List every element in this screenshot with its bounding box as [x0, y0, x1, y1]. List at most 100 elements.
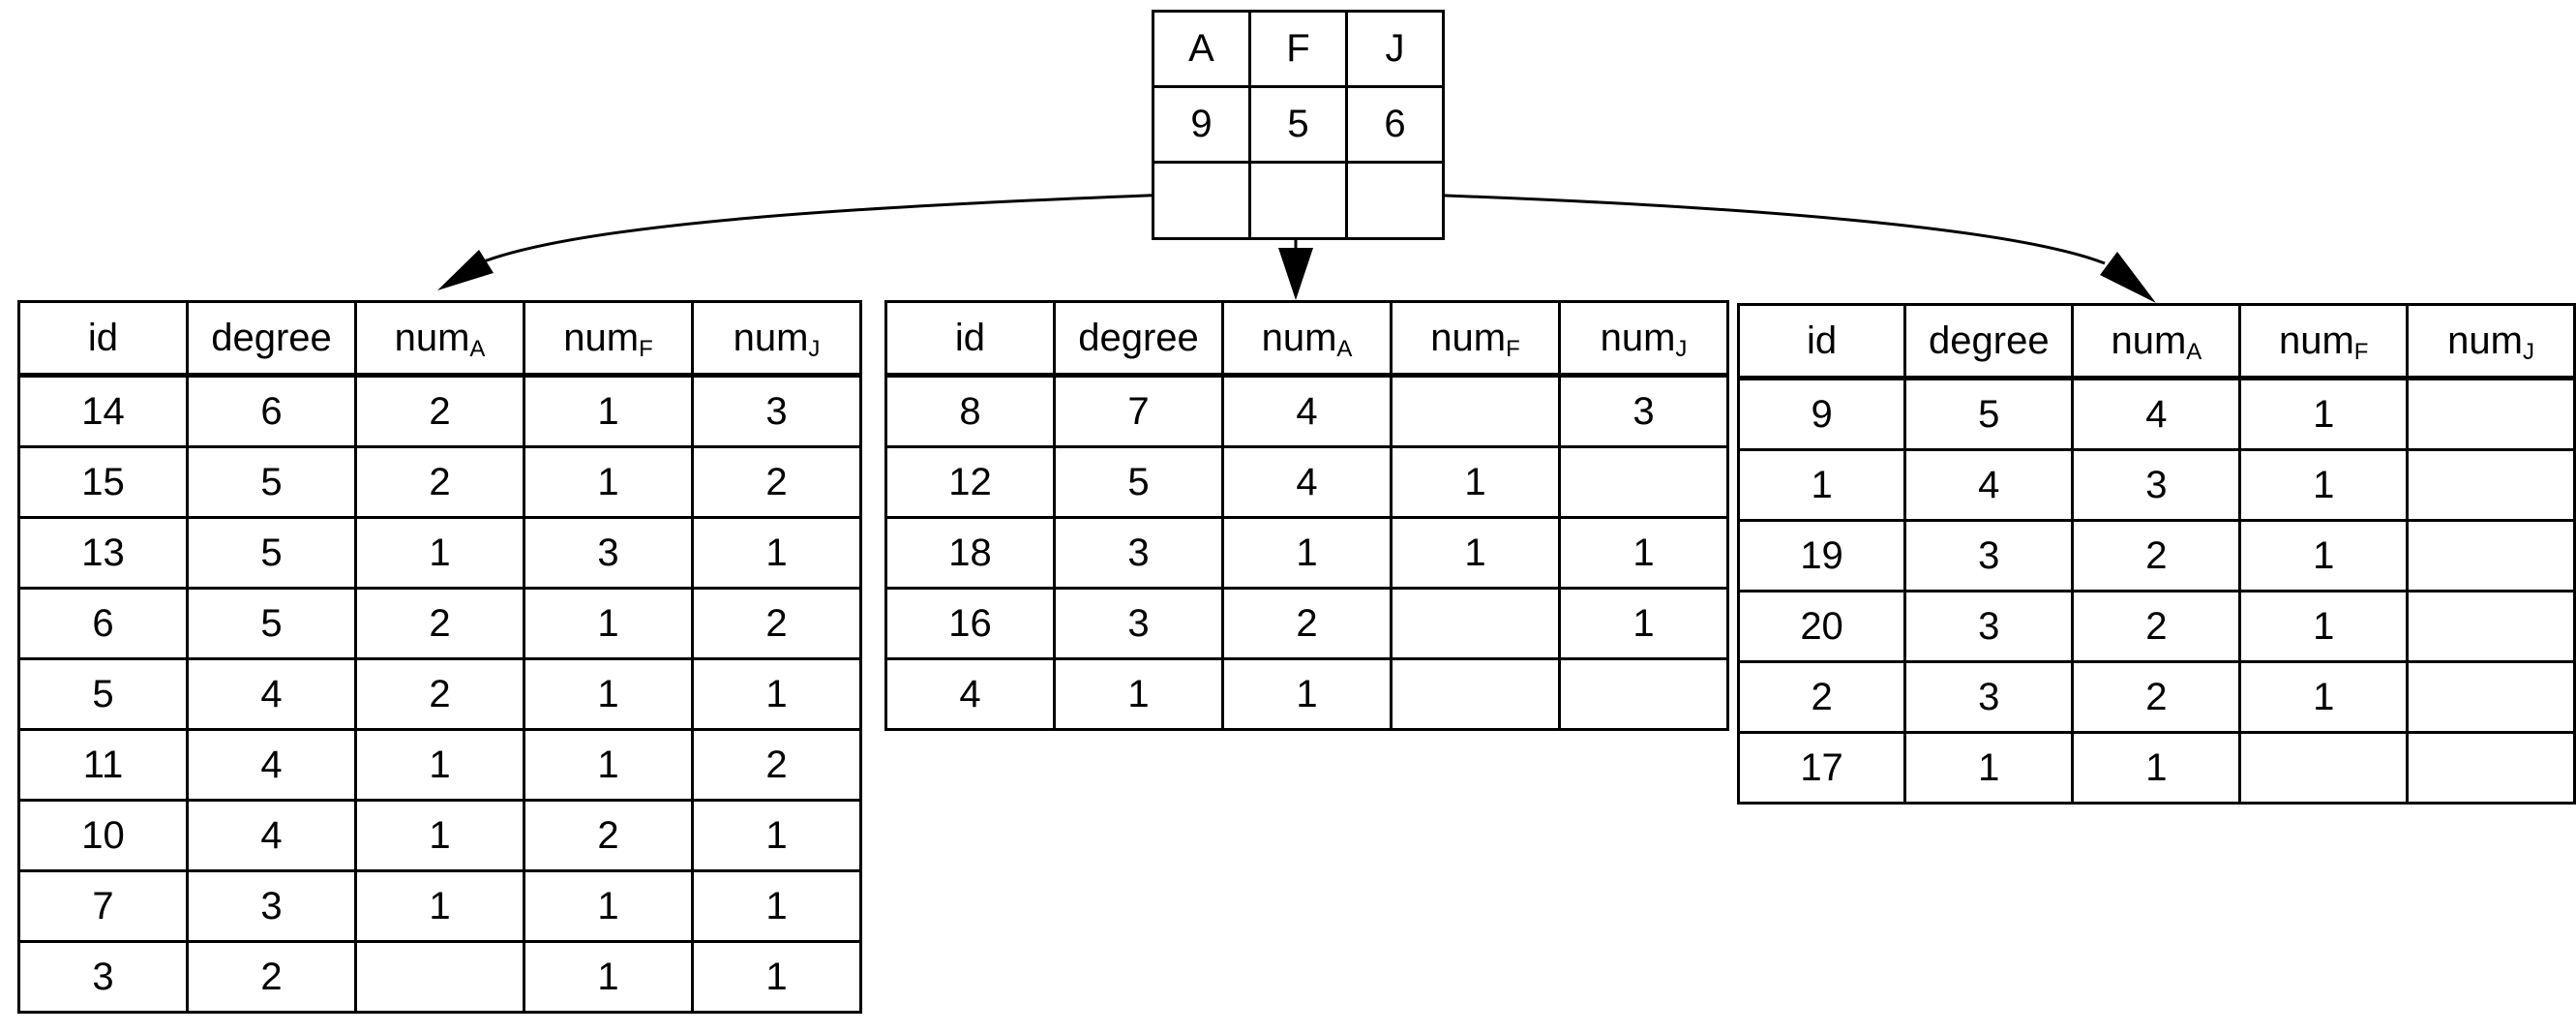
cell-num-j	[2406, 731, 2576, 805]
cell-id: 6	[17, 587, 189, 660]
cell-id: 12	[884, 445, 1056, 519]
cell-num-f: 1	[523, 445, 694, 519]
root-label-cell: J	[1345, 10, 1445, 88]
root-labels-row: A F J	[1152, 10, 1445, 88]
header-id: id	[17, 300, 189, 378]
header-num-subscript: A	[2186, 338, 2202, 365]
cell-id: 2	[1736, 660, 1907, 734]
cell-num-a: 2	[354, 374, 525, 448]
header-num-subscript: F	[1506, 335, 1520, 362]
root-pointer-cell	[1345, 161, 1445, 240]
cell-num-j: 1	[691, 869, 862, 943]
cell-id: 20	[1736, 590, 1907, 663]
cell-id: 17	[1736, 731, 1907, 805]
cell-degree: 3	[1053, 516, 1224, 590]
arrow-head-right	[2100, 252, 2156, 303]
root-pointer-cell	[1248, 161, 1348, 240]
cell-num-a: 1	[354, 869, 525, 943]
arrow-j-to-right-table	[1390, 192, 2106, 265]
header-num-j: numJ	[2406, 303, 2576, 380]
cell-num-a: 2	[354, 445, 525, 519]
cell-num-f: 1	[1390, 445, 1561, 519]
header-num-subscript: A	[469, 335, 486, 362]
cell-num-j: 1	[691, 799, 862, 872]
cell-id: 10	[17, 799, 189, 872]
cell-num-f: 3	[523, 516, 694, 590]
cell-degree: 3	[1903, 519, 2075, 592]
header-num-f: numF	[523, 300, 694, 378]
cell-id: 16	[884, 587, 1056, 660]
cell-id: 8	[884, 374, 1056, 448]
cell-num-a	[354, 940, 525, 1014]
cell-num-j: 1	[1558, 516, 1729, 590]
cell-num-a: 4	[1221, 445, 1393, 519]
header-num-f: numF	[2238, 303, 2410, 380]
cell-degree: 1	[1903, 731, 2075, 805]
cell-num-f	[1390, 587, 1561, 660]
cell-num-f: 1	[523, 940, 694, 1014]
cell-num-j: 1	[691, 940, 862, 1014]
header-num-subscript: F	[639, 335, 653, 362]
header-num-prefix: num	[563, 316, 640, 359]
cell-num-f: 1	[2238, 590, 2410, 663]
cell-num-f: 1	[523, 587, 694, 660]
cell-degree: 3	[1903, 660, 2075, 734]
cell-num-j: 3	[691, 374, 862, 448]
cell-id: 3	[17, 940, 189, 1014]
cell-num-a: 4	[1221, 374, 1393, 448]
arrow-head-left	[437, 250, 494, 290]
cell-degree: 4	[186, 799, 357, 872]
cell-num-j	[2406, 660, 2576, 734]
header-degree: degree	[1903, 303, 2075, 380]
cell-num-a: 1	[2071, 731, 2242, 805]
root-values-row: 9 5 6	[1152, 85, 1445, 164]
cell-degree: 2	[186, 940, 357, 1014]
cell-num-a: 1	[1221, 657, 1393, 731]
cell-id: 13	[17, 516, 189, 590]
cell-num-f: 1	[1390, 516, 1561, 590]
cell-num-j	[1558, 445, 1729, 519]
cell-degree: 1	[1053, 657, 1224, 731]
cell-id: 15	[17, 445, 189, 519]
root-value-cell: 9	[1152, 85, 1251, 164]
cell-num-f	[2238, 731, 2410, 805]
cell-num-a: 1	[354, 799, 525, 872]
header-num-a: numA	[2071, 303, 2242, 380]
cell-id: 19	[1736, 519, 1907, 592]
cell-num-j	[2406, 377, 2576, 451]
cell-num-a: 1	[1221, 516, 1393, 590]
cell-degree: 5	[186, 445, 357, 519]
header-num-f: numF	[1390, 300, 1561, 378]
header-num-subscript: A	[1336, 335, 1353, 362]
header-degree: degree	[186, 300, 357, 378]
cell-degree: 4	[186, 728, 357, 802]
root-pointer-cell	[1152, 161, 1251, 240]
cell-num-f	[1390, 374, 1561, 448]
cell-num-j: 2	[691, 728, 862, 802]
header-num-prefix: num	[733, 316, 809, 359]
header-num-prefix: num	[1430, 316, 1507, 359]
header-degree: degree	[1053, 300, 1224, 378]
header-num-prefix: num	[2111, 319, 2187, 362]
cell-num-a: 2	[2071, 519, 2242, 592]
cell-num-a: 2	[1221, 587, 1393, 660]
header-num-a: numA	[1221, 300, 1393, 378]
cell-num-j: 1	[691, 516, 862, 590]
cell-degree: 4	[186, 657, 357, 731]
